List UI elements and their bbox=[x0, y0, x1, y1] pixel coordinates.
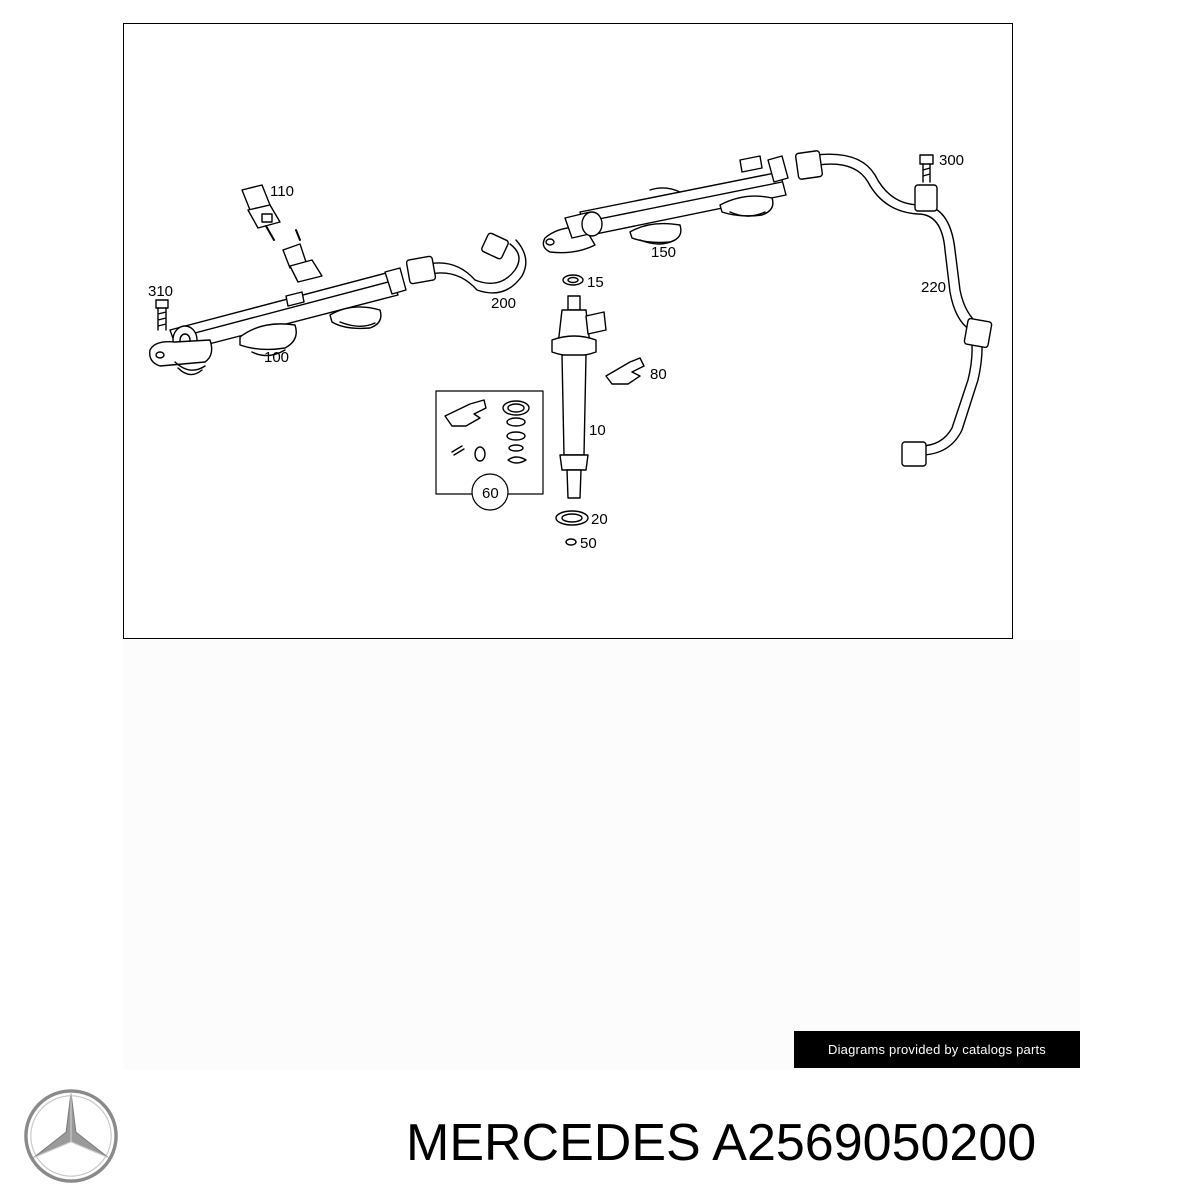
rail-sensor-part[interactable] bbox=[282, 229, 323, 283]
credit-badge: Diagrams provided by catalogs parts bbox=[794, 1031, 1080, 1068]
seal-20-part[interactable] bbox=[555, 510, 589, 526]
fuel-line-200-part[interactable] bbox=[405, 232, 527, 294]
injector-part[interactable] bbox=[551, 295, 607, 499]
callout-310: 310 bbox=[148, 283, 173, 300]
clamp-80-part[interactable] bbox=[605, 357, 645, 385]
seal-50-part[interactable] bbox=[565, 538, 577, 546]
callout-10: 10 bbox=[589, 422, 606, 439]
callout-100: 100 bbox=[264, 349, 289, 366]
callout-20: 20 bbox=[591, 511, 608, 528]
pressure-sensor-part[interactable] bbox=[241, 184, 281, 241]
callout-80: 80 bbox=[650, 366, 667, 383]
callout-200: 200 bbox=[491, 295, 516, 312]
callout-110: 110 bbox=[270, 183, 294, 200]
bolt-300-part[interactable] bbox=[919, 154, 934, 183]
callout-50: 50 bbox=[580, 535, 597, 552]
callout-220: 220 bbox=[921, 279, 946, 296]
diagram-background-area bbox=[123, 640, 1080, 1070]
callout-60: 60 bbox=[482, 485, 499, 502]
seal-15-part[interactable] bbox=[562, 274, 584, 286]
fuel-line-220-part[interactable] bbox=[794, 150, 993, 467]
callout-300: 300 bbox=[939, 152, 964, 169]
part-title: MERCEDES A2569050200 bbox=[406, 1114, 1037, 1172]
bolt-310-part[interactable] bbox=[155, 299, 169, 331]
callout-150: 150 bbox=[651, 244, 676, 261]
right-fuel-rail-part[interactable] bbox=[542, 155, 789, 254]
callout-15: 15 bbox=[587, 274, 604, 291]
repair-kit-60-part[interactable] bbox=[435, 390, 544, 511]
mercedes-star-icon bbox=[24, 1089, 118, 1183]
left-fuel-rail-part[interactable] bbox=[149, 267, 407, 376]
